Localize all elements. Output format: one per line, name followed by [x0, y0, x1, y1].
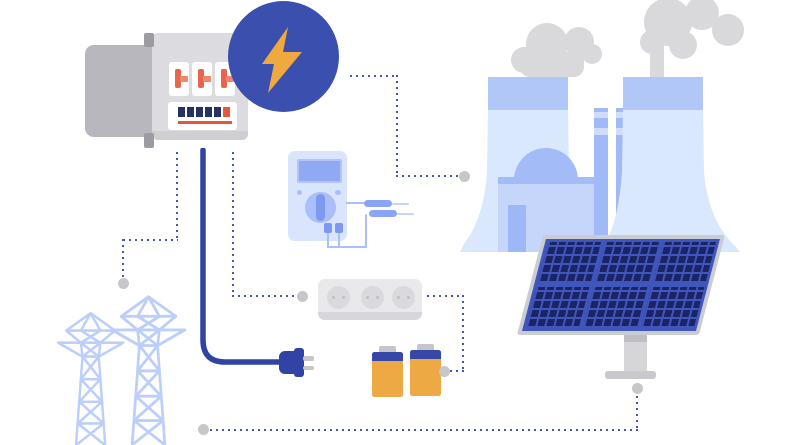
meter-digit — [178, 107, 185, 117]
socket-3 — [391, 285, 415, 309]
pylon-small — [56, 311, 125, 445]
meter-digit — [205, 107, 212, 117]
battery-2-cap — [417, 344, 434, 351]
power-plant — [460, 0, 744, 252]
battery-1 — [372, 352, 403, 397]
battery-2-band — [410, 350, 441, 359]
power-strip-base — [318, 312, 422, 320]
connector-fusebox-pylons-v1 — [176, 152, 178, 241]
breaker-lever-icon — [198, 69, 204, 88]
connector-fusebox-strip-h — [232, 295, 296, 297]
multimeter-port-1 — [324, 223, 332, 233]
endpoint-dot-pylons — [118, 278, 129, 289]
meter-digit — [187, 107, 194, 117]
solar-panel — [516, 235, 725, 335]
connector-strip-battery-h2 — [450, 370, 464, 372]
connector-fusebox-pylons-v2 — [122, 239, 124, 278]
battery-1-band — [372, 352, 403, 361]
breaker-arm — [203, 76, 211, 82]
chimney-left — [594, 108, 608, 252]
socket-hole — [331, 295, 335, 299]
breaker-arm — [180, 76, 188, 82]
fuse-box-bottom-edge — [152, 131, 248, 140]
multimeter-lead-wires — [327, 202, 367, 248]
solar-cell — [583, 287, 648, 328]
breaker-lever-icon — [175, 69, 181, 88]
lightning-badge — [228, 1, 339, 112]
socket-2 — [360, 285, 384, 309]
pylon-large — [110, 295, 187, 445]
connector-ground-solar-h — [210, 429, 638, 431]
breaker-switch-2 — [192, 62, 212, 96]
cooling-tower-right-band — [623, 77, 703, 110]
socket-hole — [375, 295, 379, 299]
endpoint-dot-strip — [297, 291, 308, 302]
smoke-cloud-right — [640, 0, 744, 78]
connector-fusebox-pylons-h — [123, 239, 178, 241]
lightning-bolt-icon — [262, 27, 302, 93]
connector-strip-battery-h1 — [427, 295, 464, 297]
breaker-arm — [226, 76, 234, 82]
test-probe-2 — [369, 210, 397, 217]
endpoint-dot-ground — [198, 424, 209, 435]
plug-prong-top — [303, 356, 314, 361]
test-probe-1-tip — [392, 202, 409, 205]
solar-cell — [652, 242, 717, 283]
cooling-tower-left-band — [488, 77, 568, 110]
socket-hole — [396, 295, 400, 299]
endpoint-dot-solar — [632, 383, 643, 394]
building-door — [508, 205, 526, 252]
solar-cell — [640, 287, 705, 328]
battery-1-cap — [379, 346, 396, 353]
socket-1 — [326, 285, 350, 309]
connector-badge-plant-h2 — [396, 175, 458, 177]
door-hinge-bottom — [144, 133, 154, 148]
connector-ground-solar-v — [636, 396, 638, 431]
socket-hole — [341, 295, 345, 299]
test-probe-2-tip — [397, 212, 414, 215]
solar-stand-base — [605, 371, 656, 379]
connector-badge-plant-h1 — [350, 75, 398, 77]
solar-stand-cap — [624, 335, 647, 342]
meter-digit — [196, 107, 203, 117]
test-probe-1 — [364, 200, 392, 207]
cooling-tower-right — [600, 110, 740, 252]
connector-strip-battery-v — [462, 295, 464, 373]
connector-fusebox-strip-v — [232, 152, 234, 297]
dome-base-band — [498, 177, 594, 185]
meter-display — [168, 102, 237, 130]
multimeter-screen — [297, 159, 342, 183]
solar-cell — [594, 242, 659, 283]
door-hinge-top — [144, 33, 154, 47]
multimeter-screw-left — [296, 189, 302, 195]
battery-2 — [410, 350, 441, 396]
plug-prong-bottom — [303, 365, 314, 370]
multimeter-knob — [315, 193, 325, 221]
connector-badge-plant-v — [396, 75, 398, 177]
socket-hole — [365, 295, 369, 299]
plug-head — [294, 348, 304, 377]
power-cable — [200, 148, 284, 365]
reactor-dome — [514, 148, 578, 180]
meter-underline — [178, 121, 232, 124]
fuse-box-door — [85, 45, 163, 137]
breaker-switch-1 — [169, 62, 189, 96]
solar-stand-pole — [624, 335, 647, 373]
meter-digit-orange — [223, 107, 230, 117]
endpoint-dot-battery — [439, 366, 450, 377]
multimeter-screw-right — [335, 189, 341, 195]
solar-cell — [537, 242, 602, 283]
meter-digit — [214, 107, 221, 117]
breaker-lever-icon — [221, 69, 227, 88]
multimeter-port-2 — [335, 223, 343, 233]
endpoint-dot-plant — [459, 171, 470, 182]
smoke-cloud-left — [511, 23, 602, 77]
power-strip — [318, 279, 422, 320]
socket-hole — [406, 295, 410, 299]
solar-cell — [525, 287, 590, 328]
